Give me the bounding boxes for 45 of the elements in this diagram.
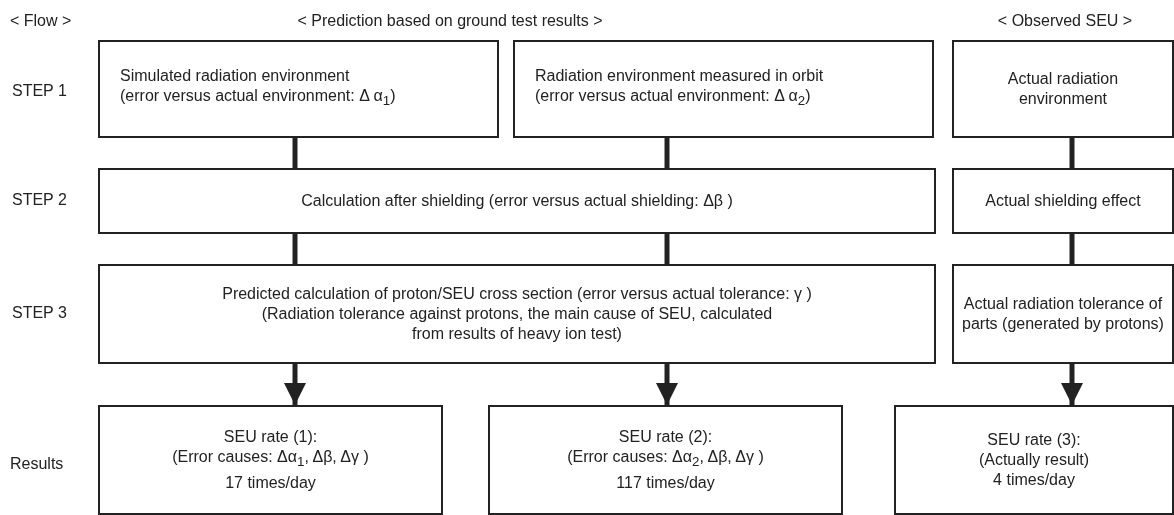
row-label: Results xyxy=(10,455,64,473)
box-text: Actual shielding effect xyxy=(985,191,1141,211)
arrow xyxy=(656,364,678,405)
connector-line xyxy=(664,138,670,168)
row-label: STEP 3 xyxy=(12,304,67,322)
column-heading: < Flow > xyxy=(10,12,72,30)
box-text: Actual radiation tolerance of parts (generated by protons) xyxy=(961,294,1165,334)
column-heading: < Observed SEU > xyxy=(997,12,1133,30)
box-subtext: (Error causes: Δα$_{1}$, Δβ, Δγ ) xyxy=(172,447,369,472)
box-subtext: (error versus actual environment: Δ α$_{2}$) xyxy=(535,86,811,111)
row-label: STEP 1 xyxy=(12,82,67,100)
result-box xyxy=(98,405,443,515)
box-text: SEU rate (3): xyxy=(987,430,1081,450)
process-box xyxy=(952,168,1174,234)
box-text: Calculation after shielding (error versus actual shielding: Δβ ) xyxy=(301,191,733,211)
connector-line xyxy=(292,234,298,264)
column-heading: < Prediction based on ground test results > xyxy=(297,12,603,30)
process-box xyxy=(98,264,936,364)
connector-line xyxy=(1069,234,1075,264)
connector-line xyxy=(292,138,298,168)
connector-line xyxy=(1069,138,1075,168)
box-text: Radiation environment measured in orbit xyxy=(535,66,824,87)
connector-line xyxy=(664,234,670,264)
box-text: SEU rate (2): xyxy=(618,427,713,448)
box-subtext: (Error causes: Δα$_{2}$, Δβ, Δγ ) xyxy=(567,447,764,472)
box-text: Predicted calculation of proton/SEU cross section (error versus actual tolerance: γ ) xyxy=(222,284,812,304)
process-box xyxy=(98,168,936,234)
process-box xyxy=(513,40,934,138)
box-subtext: (error versus actual environment: Δ α$_{1}$) xyxy=(120,86,396,111)
process-box xyxy=(952,264,1174,364)
arrow xyxy=(284,364,306,405)
process-box xyxy=(952,40,1174,138)
box-subtext: (Radiation tolerance against protons, the main cause of SEU, calculated from results of heavy ion test) xyxy=(260,304,774,344)
row-label: STEP 2 xyxy=(12,191,67,209)
box-subtext: 4 times/day xyxy=(993,470,1075,490)
result-box xyxy=(894,405,1174,515)
box-text: Actual radiation environment xyxy=(1006,69,1120,109)
box-subtext: 117 times/day xyxy=(616,472,715,493)
box-text: SEU rate (1): xyxy=(223,427,318,448)
box-subtext: 17 times/day xyxy=(225,472,316,493)
process-box xyxy=(98,40,499,138)
result-box xyxy=(488,405,843,515)
box-subtext: (Actually result) xyxy=(978,450,1090,470)
box-text: Simulated radiation environment xyxy=(120,66,350,87)
arrow xyxy=(1061,364,1083,405)
